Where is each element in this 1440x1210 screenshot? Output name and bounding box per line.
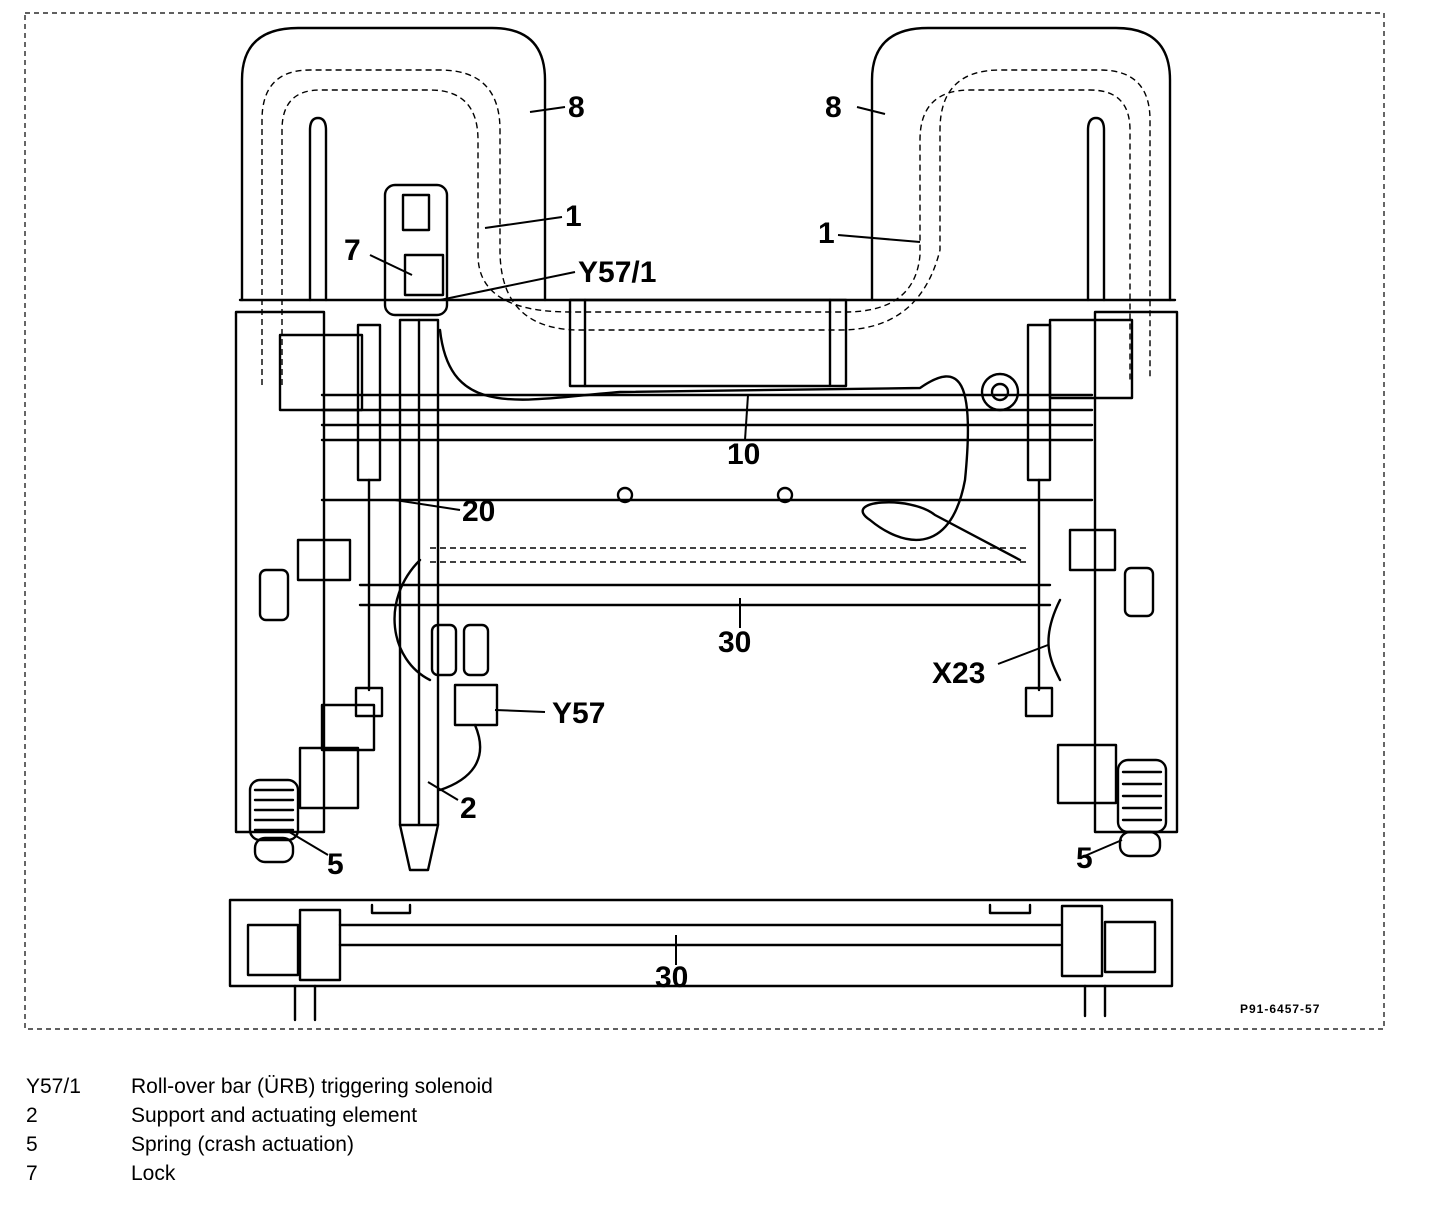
callout-8-left: 8: [568, 91, 585, 124]
legend: Y57/1 Roll-over bar (ÜRB) triggering sol…: [26, 1072, 926, 1188]
legend-description: Roll-over bar (ÜRB) triggering solenoid: [131, 1074, 493, 1098]
cross-section: [228, 898, 1174, 988]
center-cover: [568, 298, 848, 388]
callout-5-left: 5: [327, 848, 344, 881]
left-inner-tube: [261, 69, 1151, 385]
legend-code: Y57/1: [26, 1074, 81, 1098]
legend-code: 2: [26, 1103, 38, 1127]
callout-x23: X23: [932, 657, 985, 690]
callout-1-right: 1: [818, 217, 835, 250]
callout-20: 20: [462, 495, 495, 528]
legend-code: 7: [26, 1161, 38, 1185]
left-hoop: [240, 26, 547, 302]
callout-7: 7: [344, 234, 361, 267]
left-column: [234, 310, 326, 834]
legend-row: 7 Lock: [26, 1159, 926, 1188]
callout-y57: Y57: [552, 697, 605, 730]
callout-10: 10: [727, 438, 760, 471]
left-spring: [248, 778, 300, 842]
legend-row: 2 Support and actuating element: [26, 1101, 926, 1130]
legend-row: Y57/1 Roll-over bar (ÜRB) triggering sol…: [26, 1072, 926, 1101]
right-hoop: [870, 26, 1172, 302]
callout-2: 2: [460, 792, 477, 825]
legend-row: 5 Spring (crash actuation): [26, 1130, 926, 1159]
callout-1-left: 1: [565, 200, 582, 233]
legend-description: Spring (crash actuation): [131, 1132, 354, 1156]
callout-5-right: 5: [1076, 842, 1093, 875]
solenoid-y57: [453, 683, 499, 727]
callout-30-top: 30: [718, 626, 751, 659]
legend-description: Lock: [131, 1161, 176, 1185]
rollover-bar-diagram: 8 8 1 1 7 Y57/1 10 20 30 X23 Y57 2 5 5 3…: [24, 12, 1385, 1030]
wiring-harness: [438, 328, 1022, 562]
callout-y57-1: Y57/1: [578, 256, 656, 289]
right-gas-strut: [1026, 323, 1052, 482]
legend-code: 5: [26, 1132, 38, 1156]
callout-30-bottom: 30: [655, 961, 688, 994]
solenoid-y57-1: [383, 183, 449, 317]
callout-8-right: 8: [825, 91, 842, 124]
diagram-frame: [24, 12, 1385, 1030]
figure-reference: P91-6457-57: [1240, 1002, 1320, 1016]
right-column: [1093, 310, 1179, 834]
legend-description: Support and actuating element: [131, 1103, 418, 1127]
